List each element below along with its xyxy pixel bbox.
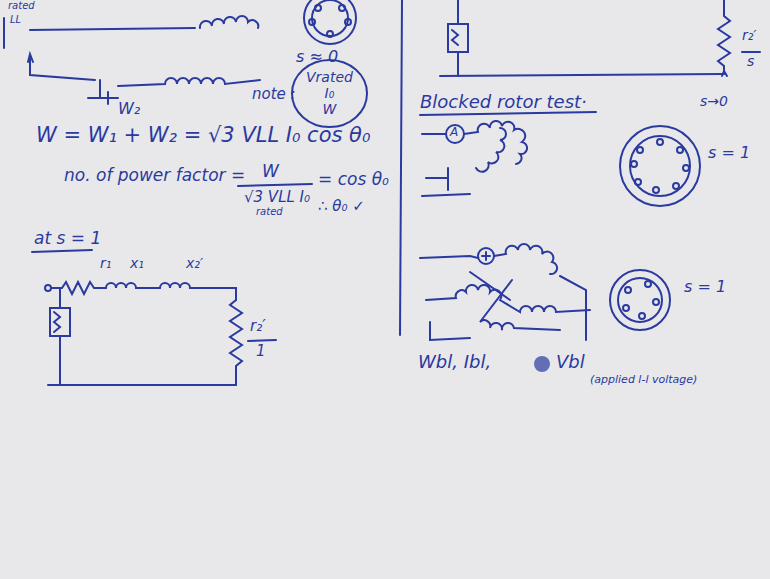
subscript-note: rated [256, 206, 283, 217]
fraction-numerator: W [262, 162, 279, 181]
resistance-label: r₂′ [742, 28, 757, 43]
equation: no. of power factor = [64, 166, 245, 185]
heading: at s = 1 [34, 229, 101, 248]
note-text: LL [10, 14, 21, 25]
measurement-list: Vbl [556, 352, 585, 372]
measurement-list: Wbl, Ibl, [418, 352, 491, 372]
note-text: rated [8, 0, 35, 11]
resistance-label: r₁ [100, 256, 111, 271]
fraction-denominator: 1 [256, 343, 266, 360]
reactance-label: x₁ [130, 256, 144, 271]
slip-label: s = 1 [684, 278, 726, 296]
reactance-label: x₂′ [186, 256, 203, 271]
note-text: W [306, 101, 353, 117]
note-text: (applied l-l voltage) [590, 374, 697, 386]
slip-label: s = 1 [708, 144, 750, 162]
fraction-denominator: √3 VLL I₀ [244, 189, 310, 206]
ammeter-symbol: A [450, 126, 458, 139]
slip-label: s→0 [700, 94, 728, 109]
equation: = cos θ₀ [318, 170, 389, 189]
wattmeter-label: W₂ [118, 100, 140, 118]
equation: ∴ θ₀ ✓ [318, 198, 365, 215]
resistance-label: r₂′ [250, 318, 266, 335]
heading: Blocked rotor test· [420, 92, 587, 112]
equation: W = W₁ + W₂ = √3 VLL I₀ cos θ₀ [36, 124, 370, 147]
note-text: note : [252, 86, 296, 103]
fraction-denominator: s [747, 54, 754, 69]
note-text: I₀ [306, 85, 353, 101]
circled-note: VratedI₀W [290, 58, 369, 129]
slip-label: s ≈ 0 [296, 48, 338, 66]
note-text: Vrated [306, 69, 353, 85]
